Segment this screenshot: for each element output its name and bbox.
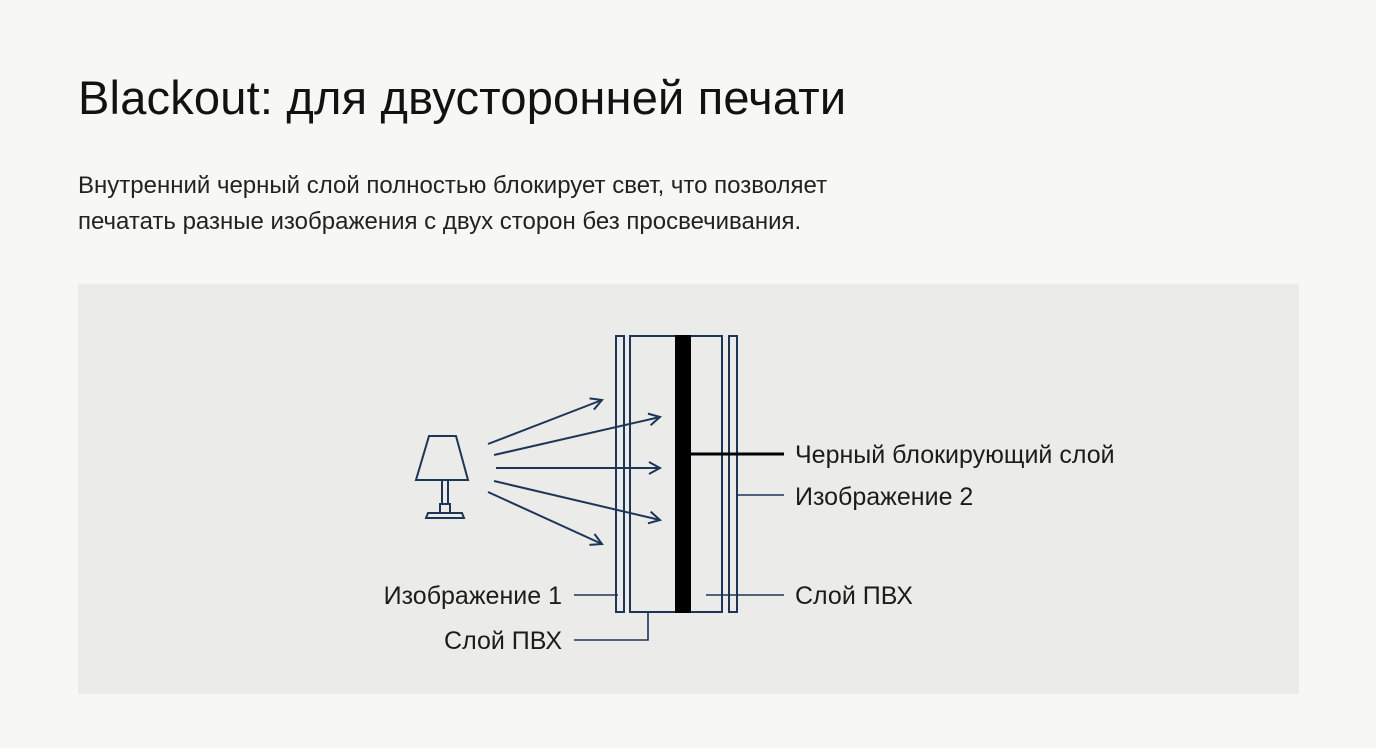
subtitle-line-1: Внутренний черный слой полностью блокиру… [78,172,828,199]
pvc-layer-right [687,335,723,613]
material-layers [615,335,738,613]
leader-lines [574,452,784,641]
label-pvc-left: Слой ПВХ [444,627,562,655]
light-ray-arrow [487,491,602,544]
light-rays [487,400,660,544]
subtitle-line-2: печатать разные изображения с двух сторо… [78,208,802,235]
image-2-layer [728,335,738,613]
light-ray-arrow [493,417,660,456]
label-black-layer: Черный блокирующий слой [795,441,1115,469]
light-ray-arrow [487,400,602,445]
lamp-icon [414,435,470,519]
label-pvc-right: Слой ПВХ [795,582,913,610]
page-subtitle: Внутренний черный слой полностью блокиру… [78,168,978,240]
page-title: Blackout: для двусторонней печати [78,71,847,124]
blackout-diagram: Черный блокирующий слой Изображение 2 Сл… [384,335,1115,655]
label-image-1: Изображение 1 [384,582,562,610]
light-ray-arrow [493,480,660,520]
image-1-layer [615,335,625,613]
pvc-layer-left [629,335,679,613]
black-blocking-layer [675,335,691,613]
label-image-2: Изображение 2 [795,483,973,511]
diagram-panel: Черный блокирующий слой Изображение 2 Сл… [78,284,1299,694]
